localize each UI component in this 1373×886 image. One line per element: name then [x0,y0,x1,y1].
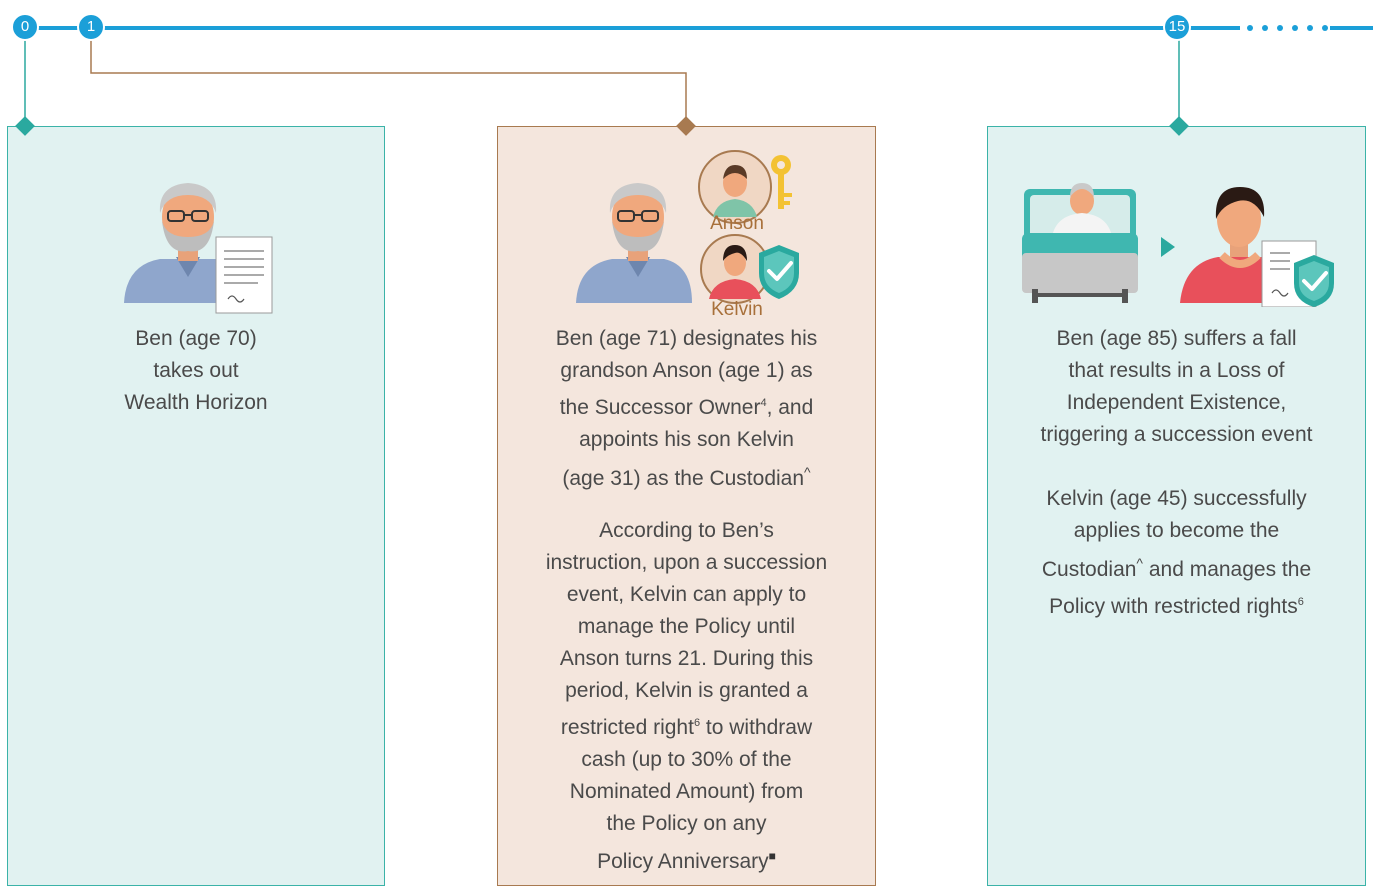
timeline-marker-year-0: 0 [11,13,39,41]
custodian-caret: ^ [804,464,811,480]
card-year-1-text-2: According to Ben’s instruction, upon a s… [498,515,875,878]
card-year-0: Ben (age 70) takes out Wealth Horizon [7,126,385,886]
son-kelvin-avatar-icon [700,234,799,304]
shield-check-icon [759,245,799,299]
timeline-marker-year-15: 15 [1163,13,1191,41]
kelvin-label: Kelvin [711,299,763,320]
grandfather-icon [576,183,692,303]
son-kelvin-with-document-icon [1180,187,1334,307]
play-arrow-icon [1161,237,1175,257]
custodian-caret: ^ [1136,555,1143,571]
grandfather-with-document-icon [124,183,273,314]
footnote-6: 6 [693,717,701,729]
footnote-6: 6 [1297,596,1304,608]
card-year-15-text-2-part-1: Kelvin (age 45) successfully applies to … [1041,487,1307,581]
footnote-4: 4 [760,397,767,409]
square-mark: ■ [768,849,776,863]
timeline-marker-year-1: 1 [77,13,105,41]
card-year-15-text-2: Kelvin (age 45) successfully applies to … [988,483,1365,623]
anson-label: Anson [710,213,764,234]
card-year-1-text-1-part-2: , and appoints his son Kelvin (age 31) a… [562,396,814,490]
hospital-bed-icon [1022,183,1138,303]
card-year-1-text-1-part-1: Ben (age 71) designates his grandson Ans… [555,327,818,419]
card-year-1-text-2-part-1: According to Ben’s instruction, upon a s… [545,519,828,739]
connector-year-1 [90,40,687,120]
card-year-1-text-2-part-2: to withdraw cash (up to 30% of the Nomin… [569,716,813,873]
grandson-anson-avatar-icon [698,150,792,224]
key-icon [771,155,792,209]
shield-check-icon [1294,255,1334,307]
card-year-15: Ben (age 85) suffers a fall that results… [987,126,1366,886]
card-year-1-text-1: Ben (age 71) designates his grandson Ans… [498,323,875,495]
card-year-15-text-1: Ben (age 85) suffers a fall that results… [1040,327,1313,446]
card-year-15-text-2-part-2: and manages the Policy with restricted r… [1049,558,1312,618]
timeline [20,25,1373,120]
card-year-1: Anson Kelvin Ben (age 71) designates his… [497,126,876,886]
timeline-continuation-dots [1247,25,1328,31]
card-year-0-text: Ben (age 70) takes out Wealth Horizon [124,327,268,414]
